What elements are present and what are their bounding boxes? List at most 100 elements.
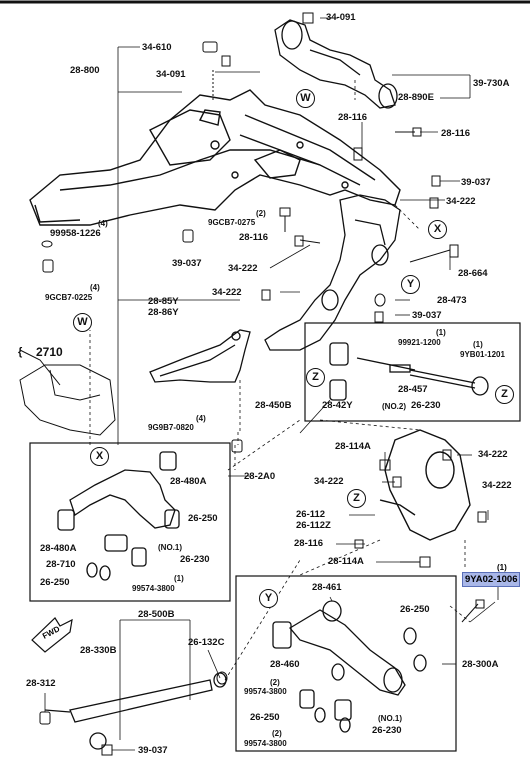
part-label: 34-610 xyxy=(142,42,172,53)
part-label: 28-473 xyxy=(437,295,467,306)
part-label: 34-091 xyxy=(156,69,186,80)
qty-label: (1) xyxy=(473,340,483,349)
qty-label: (4) xyxy=(90,283,100,292)
qty-label: (4) xyxy=(98,219,108,228)
callout-z-knuckle[interactable]: Z xyxy=(347,489,366,508)
body-sketch xyxy=(19,349,116,436)
upper-arm xyxy=(57,451,180,581)
callout-z-left[interactable]: Z xyxy=(306,368,325,387)
callout-x-inset[interactable]: X xyxy=(90,447,109,466)
part-label: 28-450B xyxy=(255,400,292,411)
part-label: 99574-3800 xyxy=(244,739,287,748)
part-label: 26-230 xyxy=(372,725,402,736)
part-label: 99574-3800 xyxy=(132,584,175,593)
part-label: 26-230 xyxy=(180,554,210,565)
lower-link xyxy=(272,600,427,733)
part-label: 26-250 xyxy=(188,513,218,524)
qty-label: (1) xyxy=(174,574,184,583)
part-label: (NO.1) xyxy=(378,714,402,723)
part-label: 28-116 xyxy=(338,112,368,123)
toe-link xyxy=(44,672,227,750)
part-label: 26-230 xyxy=(411,400,441,411)
part-label: 26-112Z xyxy=(296,520,331,531)
differential-mount xyxy=(274,19,398,109)
part-label: 34-222 xyxy=(314,476,344,487)
part-label: 28-330B xyxy=(80,645,117,656)
part-label: 28-116 xyxy=(441,128,471,139)
adjust-link xyxy=(329,342,489,401)
inset-upper-arm-box xyxy=(29,442,231,602)
part-label: 28-86Y xyxy=(148,307,179,318)
part-label: 9G9B7-0820 xyxy=(148,423,194,432)
part-label: 39-037 xyxy=(461,177,491,188)
part-label: 28-461 xyxy=(312,582,342,593)
part-label: 34-222 xyxy=(446,196,476,207)
part-label: 28-710 xyxy=(46,559,76,570)
part-label: 28-800 xyxy=(70,65,100,76)
callout-x-top[interactable]: X xyxy=(428,220,447,239)
part-label: 26-132C xyxy=(188,637,225,648)
part-label: 28-312 xyxy=(26,678,56,689)
callout-w-left[interactable]: W xyxy=(73,313,92,332)
knuckle xyxy=(379,429,471,541)
part-label: 39-037 xyxy=(172,258,202,269)
part-label: 28-114A xyxy=(335,441,371,452)
part-label: 28-300A xyxy=(462,659,499,670)
part-label: 26-250 xyxy=(40,577,70,588)
part-label: 28-480A xyxy=(170,476,207,487)
qty-label: (2) xyxy=(272,729,282,738)
inset-lower-link-box xyxy=(235,575,457,752)
inset-link-box xyxy=(304,322,521,422)
part-label: 28-114A xyxy=(328,556,364,567)
part-label: 26-112 xyxy=(296,509,326,520)
part-label: 99958-1226 xyxy=(50,228,101,239)
part-label: 28-480A xyxy=(40,543,77,554)
part-label: 34-222 xyxy=(482,480,512,491)
part-label: 99574-3800 xyxy=(244,687,287,696)
part-label: 34-222 xyxy=(228,263,258,274)
part-label: 39-037 xyxy=(412,310,442,321)
qty-label: (4) xyxy=(196,414,206,423)
part-label: 34-091 xyxy=(326,12,356,23)
part-label: 2710 xyxy=(36,345,63,359)
part-label: 9GCB7-0225 xyxy=(45,293,93,302)
callout-w-top[interactable]: W xyxy=(296,89,315,108)
part-label: 28-457 xyxy=(398,384,428,395)
qty-label: (1) xyxy=(497,563,507,572)
rear-arm-assembly xyxy=(264,194,401,351)
part-label: 28-42Y xyxy=(322,400,353,411)
part-label: 28-2A0 xyxy=(244,471,276,482)
part-label: 28-664 xyxy=(458,268,488,279)
qty-label: (1) xyxy=(436,328,446,337)
callout-y-inset[interactable]: Y xyxy=(259,589,278,608)
qty-label: (2) xyxy=(256,209,266,218)
part-label: 28-460 xyxy=(270,659,300,670)
part-label: 39-037 xyxy=(138,745,168,756)
callout-z-right[interactable]: Z xyxy=(495,385,514,404)
qty-label: (2) xyxy=(270,678,280,687)
part-label: 34-222 xyxy=(212,287,242,298)
part-label: 26-250 xyxy=(400,604,430,615)
lower-arm xyxy=(149,329,251,383)
part-label: 28-116 xyxy=(294,538,324,549)
part-label: 9GCB7-0275 xyxy=(208,218,256,227)
part-label: (NO.1) xyxy=(158,543,182,552)
part-label: 26-250 xyxy=(250,712,280,723)
part-label: 34-222 xyxy=(478,449,508,460)
part-label: 9YB01-1201 xyxy=(460,350,505,359)
part-label: 28-116 xyxy=(239,232,269,243)
highlighted-part-label[interactable]: 9YA02-1006 xyxy=(462,572,521,587)
part-label: 39-730A xyxy=(473,78,510,89)
part-label: (NO.2) xyxy=(382,402,406,411)
part-label: 99921-1200 xyxy=(398,338,441,347)
part-label: 28-500B xyxy=(138,609,175,620)
fwd-arrow xyxy=(31,617,73,653)
part-label: 28-890E xyxy=(398,92,434,103)
part-label: 28-85Y xyxy=(148,296,179,307)
callout-y-top[interactable]: Y xyxy=(401,275,420,294)
hardware xyxy=(39,12,487,756)
bracket-icon: { xyxy=(18,346,23,358)
crossmember xyxy=(29,89,401,226)
